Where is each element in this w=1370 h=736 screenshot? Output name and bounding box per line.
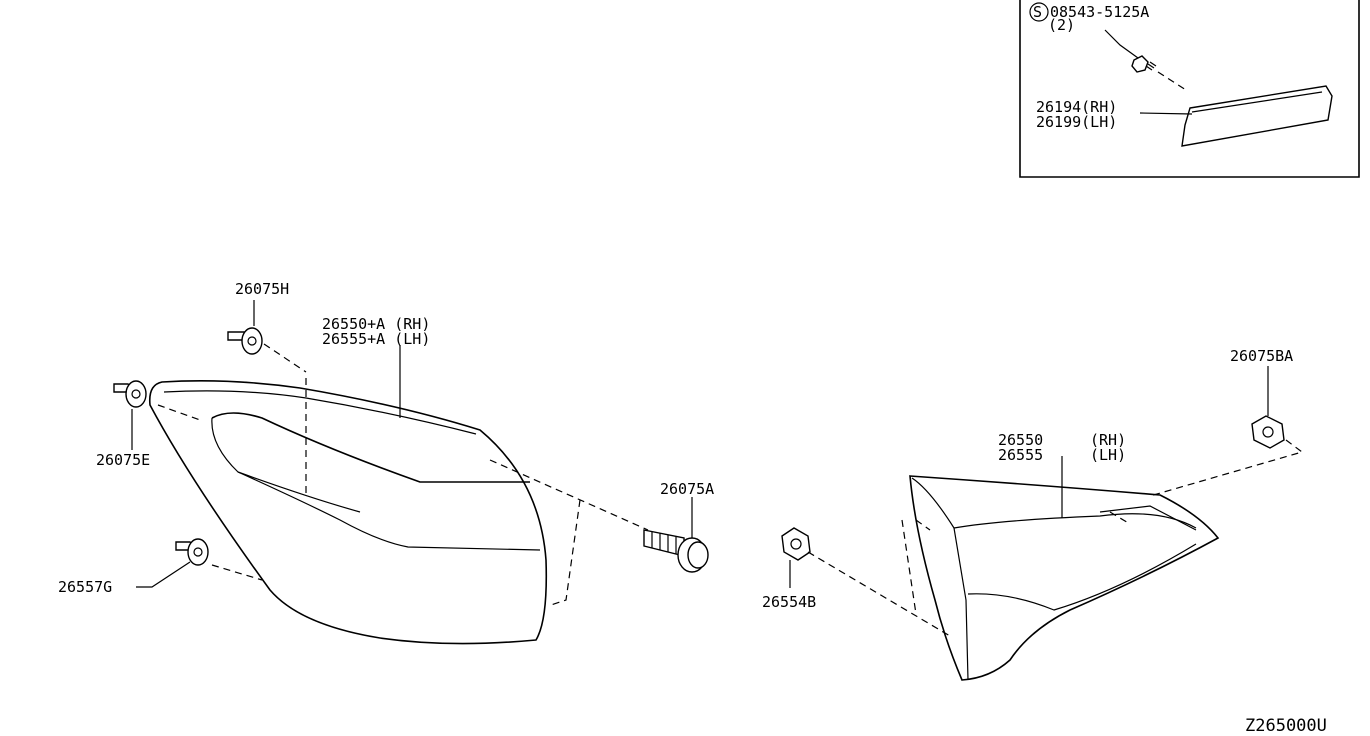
label-finisher-lh: 26199(LH) bbox=[1036, 113, 1117, 131]
clip-26075h: 26075H bbox=[227, 280, 289, 355]
clip-26557g: 26557G bbox=[58, 538, 209, 596]
label-inner-lamp-lh-side: (LH) bbox=[1090, 446, 1126, 464]
label-screw-qty: (2) bbox=[1048, 16, 1075, 34]
screw-symbol: S bbox=[1033, 3, 1042, 21]
nut-icon bbox=[781, 527, 811, 561]
label-inner-lamp-rh-side: (RH) bbox=[1090, 431, 1126, 449]
label-outer-lamp-rh: 26550+A (RH) bbox=[322, 315, 430, 333]
label-bolt-a: 26075A bbox=[660, 480, 714, 498]
bolt-icon bbox=[643, 529, 709, 573]
bolt-26075a: 26075A bbox=[643, 480, 714, 573]
label-clip-h: 26075H bbox=[235, 280, 289, 298]
label-nut-ba: 26075BA bbox=[1230, 347, 1293, 365]
clip-icon bbox=[175, 538, 209, 566]
screw-symbol-circle bbox=[1029, 2, 1049, 22]
diagram-code: Z265000U bbox=[1245, 716, 1327, 736]
label-inner-lamp-rh-num: 26550 bbox=[998, 431, 1043, 449]
inset-panel: S 08543-5125A (2) 26194(RH) 26199(LH) bbox=[1019, 0, 1360, 178]
inner-lamp-assembly: 26550 (RH) 26555 (LH) bbox=[901, 431, 1220, 681]
label-clip-e: 26075E bbox=[96, 451, 150, 469]
nut-icon bbox=[1251, 415, 1285, 449]
nut-26554b: 26554B bbox=[762, 527, 951, 637]
outer-lamp-assembly: 26550+A (RH) 26555+A (LH) bbox=[148, 315, 649, 645]
label-outer-lamp-lh: 26555+A (LH) bbox=[322, 330, 430, 348]
clip-icon bbox=[227, 327, 263, 355]
outer-lamp-housing bbox=[148, 380, 548, 645]
finisher-icon bbox=[1181, 85, 1333, 147]
label-nut-b: 26554B bbox=[762, 593, 816, 611]
label-finisher-rh: 26194(RH) bbox=[1036, 98, 1117, 116]
clip-icon bbox=[113, 380, 147, 408]
label-inner-lamp-lh-num: 26555 bbox=[998, 446, 1043, 464]
clip-26075e: 26075E bbox=[96, 380, 150, 469]
label-clip-g: 26557G bbox=[58, 578, 112, 596]
label-screw-part: 08543-5125A bbox=[1050, 3, 1149, 21]
outer-lamp-lens-window bbox=[211, 412, 530, 483]
screw-icon bbox=[1131, 55, 1157, 73]
inner-lamp-housing bbox=[909, 475, 1220, 681]
nut-26075ba: 26075BA bbox=[1149, 347, 1304, 497]
